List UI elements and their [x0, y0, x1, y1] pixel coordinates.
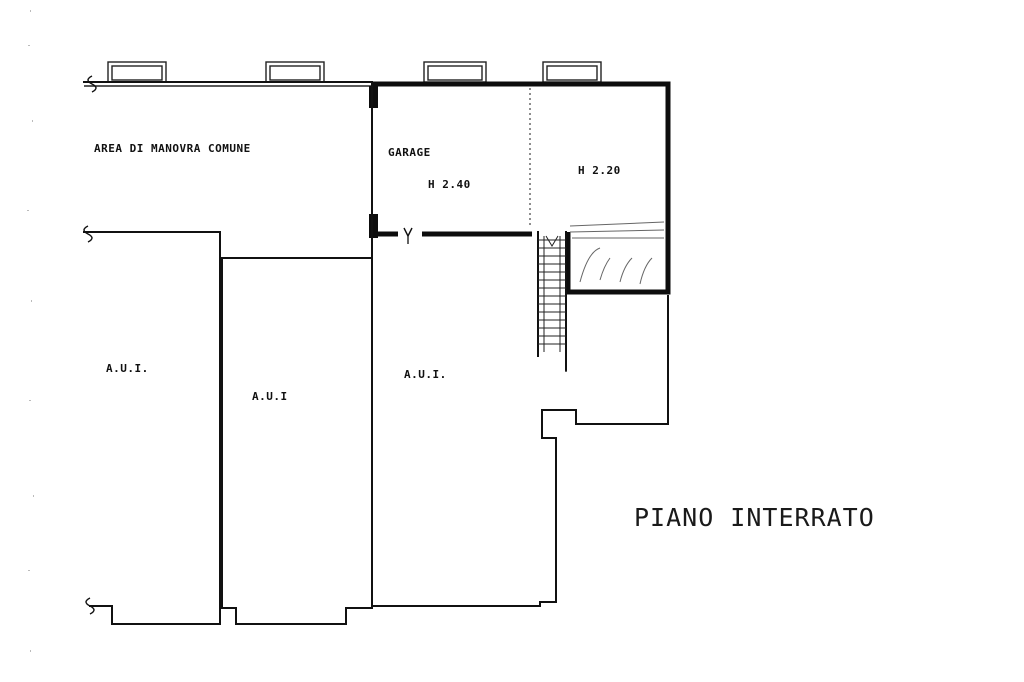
top-windows	[107, 61, 602, 83]
aui-walls	[83, 83, 669, 625]
label-garage: GARAGE	[388, 146, 431, 159]
storage-nook	[569, 221, 665, 285]
staircase	[537, 231, 567, 371]
label-storage-height: H 2.20	[578, 164, 621, 177]
garage-walls	[369, 81, 671, 295]
scan-specks	[27, 10, 34, 652]
label-common-area: AREA DI MANOVRA COMUNE	[94, 142, 251, 155]
label-aui-left: A.U.I.	[106, 362, 149, 375]
label-aui-right: A.U.I.	[404, 368, 447, 381]
stair-treads	[538, 239, 566, 345]
room-labels: AREA DI MANOVRA COMUNE GARAGE H 2.40 H 2…	[94, 142, 621, 403]
label-garage-height: H 2.40	[428, 178, 471, 191]
break-marks	[83, 75, 97, 615]
label-aui-middle: A.U.I	[252, 390, 288, 403]
top-wall	[83, 81, 373, 87]
plan-title: PIANO INTERRATO	[634, 503, 875, 532]
